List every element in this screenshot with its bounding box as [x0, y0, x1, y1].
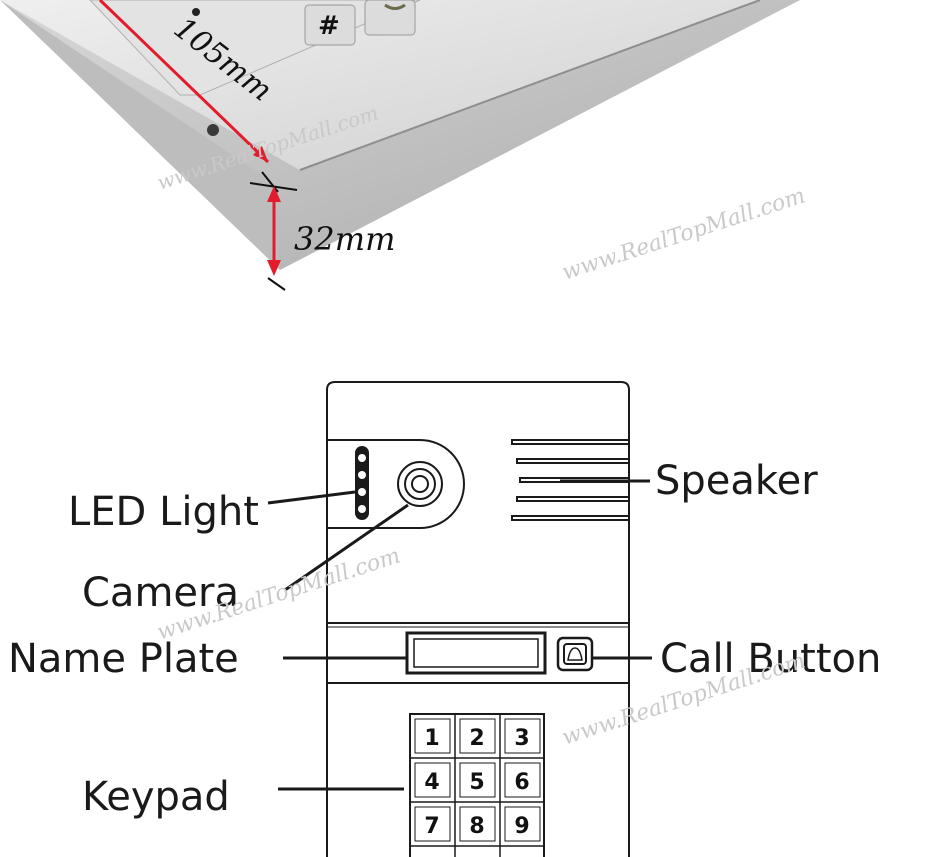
device-side-face — [0, 0, 800, 270]
keypad-key-7: 7 — [424, 814, 439, 839]
label-call-button: Call Button — [660, 636, 881, 682]
camera-housing — [327, 439, 465, 529]
led-icon — [358, 488, 366, 496]
product-photo: # 105mm 32mm www.RealTopMall.com www.Rea… — [0, 0, 808, 291]
label-camera: Camera — [82, 570, 239, 616]
leader-camera — [284, 503, 409, 592]
panel-outline — [326, 381, 630, 857]
keypad-key-5: 5 — [469, 770, 484, 795]
side-screw-hole — [207, 124, 219, 136]
label-speaker: Speaker — [655, 458, 818, 504]
keypad-key-4: 4 — [424, 770, 439, 795]
name-plate — [405, 631, 547, 675]
label-name-plate: Name Plate — [8, 636, 239, 682]
keypad-key-8: 8 — [469, 814, 484, 839]
keypad-key-2: 2 — [469, 726, 484, 751]
led-icon — [358, 505, 366, 513]
label-keypad: Keypad — [82, 774, 230, 820]
label-led-light: LED Light — [68, 489, 259, 535]
bell-icon — [567, 647, 583, 661]
keypad-key-6: 6 — [514, 770, 529, 795]
keypad-key-9: 9 — [514, 814, 529, 839]
keypad-key-3: 3 — [514, 726, 529, 751]
keypad — [409, 713, 545, 857]
dimension-depth-label: 32mm — [294, 220, 395, 258]
led-strip — [355, 446, 369, 520]
photo-key-glyph: # — [318, 11, 340, 41]
led-icon — [358, 454, 366, 462]
photo-key — [304, 4, 356, 46]
dimension-line-length — [98, 0, 270, 164]
led-icon — [358, 471, 366, 479]
leader-led — [267, 490, 356, 505]
camera-icon — [397, 461, 443, 507]
call-button — [556, 636, 594, 672]
keypad-key-1: 1 — [424, 726, 439, 751]
led-dot — [192, 8, 200, 16]
